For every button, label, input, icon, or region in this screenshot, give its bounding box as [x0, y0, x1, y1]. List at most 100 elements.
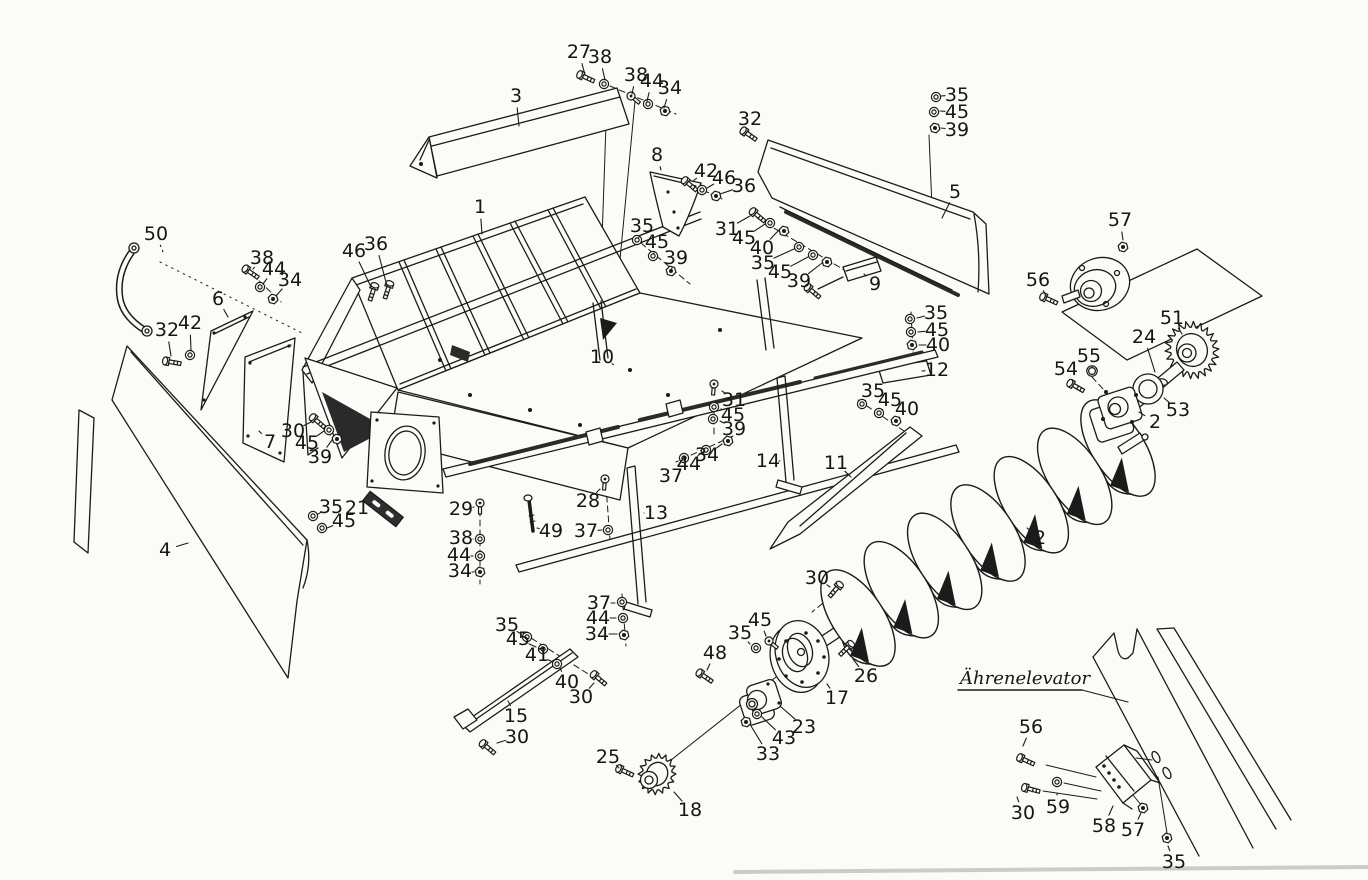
nut-icon [332, 434, 342, 444]
bolt-icon [680, 175, 699, 193]
part-label-27: 27 [567, 41, 591, 63]
washer-icon [708, 414, 717, 423]
part-23-bearing-hub [736, 678, 786, 727]
part-label-38: 38 [624, 64, 648, 86]
part-label-35: 35 [495, 614, 519, 636]
nut-icon [660, 106, 670, 116]
part-label-45: 45 [945, 101, 969, 123]
part-label-42: 42 [694, 160, 718, 182]
part-label-46: 46 [712, 167, 736, 189]
nut-icon [1118, 242, 1128, 252]
part-label-48: 48 [703, 642, 727, 664]
part-label-38: 38 [250, 247, 274, 269]
part-label-44: 44 [447, 544, 471, 566]
part-label-56: 56 [1019, 716, 1043, 738]
bolt-icon [589, 669, 608, 687]
part-4-side-sheet [112, 346, 309, 678]
part-label-29: 29 [449, 498, 473, 520]
nut-icon [268, 294, 278, 304]
part-label-41: 41 [525, 644, 549, 666]
frame-left-gable [302, 278, 360, 383]
part-label-5: 5 [949, 181, 961, 203]
part-label-37: 37 [587, 592, 611, 614]
part-label-45: 45 [721, 404, 745, 426]
washer-icon [603, 525, 612, 534]
part-label-6: 6 [212, 288, 224, 310]
part-58-bracket [1096, 745, 1160, 809]
nut-icon [741, 717, 751, 727]
washer-icon [794, 242, 803, 251]
part-label-39: 39 [787, 270, 811, 292]
part-15-rail [454, 649, 578, 732]
part-label-37: 37 [659, 465, 683, 487]
nut-icon [619, 630, 629, 640]
nut-icon [1162, 833, 1172, 843]
part-label-50: 50 [144, 223, 168, 245]
washer-icon [538, 644, 547, 653]
bolt-icon [1066, 378, 1086, 394]
lower-drive-assembly [638, 614, 837, 795]
bolt-icon [803, 282, 822, 300]
elevator-assembly [1043, 628, 1291, 856]
part-label-39: 39 [945, 119, 969, 141]
screw-icon [763, 635, 780, 651]
part-9-bar [818, 257, 881, 289]
washer-icon [808, 250, 817, 259]
part-label-11: 11 [824, 452, 848, 474]
elevator-notch [1093, 629, 1137, 659]
part-17-flange-disc [762, 614, 837, 700]
part-50-handle [119, 243, 152, 336]
part-label-51: 51 [1160, 307, 1184, 329]
part-label-32: 32 [155, 319, 179, 341]
part-21-slotted-plate [363, 491, 403, 526]
nut-icon [907, 340, 917, 350]
part-label-15: 15 [504, 705, 528, 727]
part-label-42: 42 [178, 312, 202, 334]
bolt-icon [739, 126, 759, 143]
part-label-45: 45 [925, 319, 949, 341]
nut-icon [666, 266, 676, 276]
part-label-28: 28 [576, 490, 600, 512]
part-label-39: 39 [308, 446, 332, 468]
washer-icon [679, 453, 688, 462]
part-label-7: 7 [264, 431, 276, 453]
washer-icon [552, 659, 561, 668]
part-label-30: 30 [505, 726, 529, 748]
part-label-54: 54 [1054, 358, 1078, 380]
bolt-icon [1021, 783, 1041, 796]
part-label-34: 34 [658, 77, 682, 99]
part-label-34: 34 [585, 623, 609, 645]
part-label-1: 1 [474, 196, 486, 218]
part-label-26: 26 [854, 665, 878, 687]
part-label-49: 49 [539, 520, 563, 542]
nut-icon [822, 257, 832, 267]
nut-icon [475, 567, 485, 577]
washer-icon [617, 597, 626, 606]
washer-icon [324, 425, 333, 434]
part-label-35: 35 [861, 380, 885, 402]
part-label-31: 31 [715, 218, 739, 240]
screw-icon [709, 380, 718, 396]
part-label-2: 2 [1034, 527, 1046, 549]
part-label-31: 31 [722, 389, 746, 411]
part-label-45: 45 [645, 231, 669, 253]
washer-icon [522, 632, 531, 641]
washer-icon [599, 79, 608, 88]
fan-opening-plate [367, 412, 443, 493]
washer-icon [701, 445, 710, 454]
part-label-35: 35 [945, 84, 969, 106]
part-label-4: 4 [159, 539, 171, 561]
part-label-40: 40 [555, 671, 579, 693]
part-label-2: 2 [1149, 411, 1161, 433]
washer-icon [752, 709, 761, 718]
washer-icon [308, 511, 317, 520]
part-label-10: 10 [590, 346, 614, 368]
part-label-55: 55 [1077, 345, 1101, 367]
part-label-35: 35 [630, 215, 654, 237]
part-label-45: 45 [878, 389, 902, 411]
part-label-13: 13 [644, 502, 668, 524]
part-49-bolt [524, 495, 535, 531]
part-label-30: 30 [805, 567, 829, 589]
part-label-40: 40 [926, 334, 950, 356]
